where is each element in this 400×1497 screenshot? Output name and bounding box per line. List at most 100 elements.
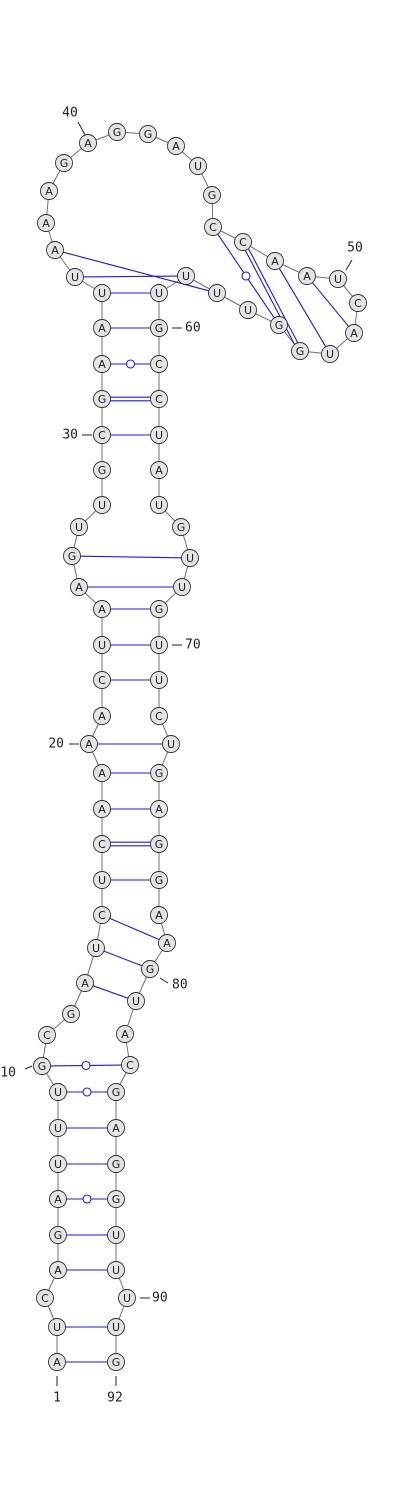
svg-text:60: 60 [185,321,201,336]
svg-text:A: A [155,909,163,922]
nucleotide-layer: AUCAGAUUUGCGAUCUCAAAACUAAGUUGCGAAUUAAAGA… [33,123,367,1371]
svg-text:A: A [303,270,311,283]
nucleotide-6: A [49,1190,67,1208]
nucleotide-30: C [93,426,111,444]
svg-text:U: U [155,429,163,442]
index-label-20: 20 [48,737,79,752]
svg-text:G: G [296,345,305,358]
nucleotide-77: G [150,871,168,889]
svg-text:A: A [155,464,163,477]
nucleotide-59: U [150,284,168,302]
svg-text:A: A [42,217,50,230]
svg-text:A: A [54,1193,62,1206]
gu-wobble-pair [66,1087,108,1097]
svg-text:U: U [75,521,83,534]
nucleotide-83: C [121,1056,139,1074]
nucleotide-90: U [118,1289,136,1307]
nucleotide-10: G [33,1057,51,1075]
nucleotide-41: G [108,123,126,141]
svg-text:30: 30 [62,428,78,443]
watson-crick-pair [311,282,350,327]
nucleotide-3: C [36,1289,54,1307]
svg-text:50: 50 [347,241,363,256]
svg-text:C: C [98,838,106,851]
nucleotide-39: G [55,154,73,172]
svg-text:C: C [98,674,106,687]
svg-text:G: G [155,767,164,780]
svg-text:A: A [121,1028,129,1041]
nucleotide-40: A [79,134,97,152]
nucleotide-55: G [270,316,288,334]
index-label-50: 50 [345,241,363,271]
watson-crick-pair [109,917,160,941]
svg-text:A: A [84,137,92,150]
nucleotide-66: G [172,518,190,536]
svg-text:A: A [98,767,106,780]
svg-text:C: C [43,1029,51,1042]
nucleotide-67: U [181,549,199,567]
nucleotide-43: A [167,137,185,155]
nucleotide-17: C [93,835,111,853]
svg-text:G: G [112,1158,121,1171]
gu-wobble-pair [217,233,275,319]
svg-text:A: A [54,1264,62,1277]
index-label-70: 70 [172,638,201,653]
nucleotide-1: A [48,1353,66,1371]
svg-text:G: G [60,157,69,170]
nucleotide-49: A [298,267,316,285]
svg-text:U: U [98,499,106,512]
gu-wobble-pair [66,1194,108,1204]
nucleotide-21: A [93,707,111,725]
nucleotide-84: G [107,1083,125,1101]
svg-text:A: A [98,322,106,335]
nucleotide-60: G [150,319,168,337]
svg-text:U: U [167,738,175,751]
nucleotide-25: A [70,578,88,596]
nucleotide-20: A [80,735,98,753]
nucleotide-37: A [37,214,55,232]
svg-text:U: U [155,287,163,300]
watson-crick-pair [110,841,151,847]
nucleotide-53: U [321,345,339,363]
nucleotide-23: U [93,636,111,654]
svg-text:U: U [53,1321,61,1334]
watson-crick-pair [80,555,182,559]
svg-text:40: 40 [62,106,78,121]
nucleotide-9: U [49,1083,67,1101]
nucleotide-42: G [139,125,157,143]
svg-text:U: U [182,270,190,283]
svg-text:A: A [98,603,106,616]
nucleotide-64: A [150,461,168,479]
svg-text:U: U [54,1122,62,1135]
nucleotide-71: U [150,671,168,689]
svg-text:A: A [51,244,59,257]
nucleotide-32: A [93,355,111,373]
svg-text:G: G [38,1060,47,1073]
nucleotide-63: U [150,426,168,444]
nucleotide-87: G [107,1190,125,1208]
nucleotide-33: A [93,319,111,337]
nucleotide-69: G [150,600,168,618]
nucleotide-92: G [107,1353,125,1371]
nucleotide-54: G [291,342,309,360]
index-label-80: 80 [159,978,188,993]
nucleotide-73: U [162,735,180,753]
svg-text:92: 92 [107,1391,123,1406]
svg-text:U: U [112,1321,120,1334]
svg-text:C: C [354,297,362,310]
svg-text:A: A [112,1122,120,1135]
svg-text:U: U [155,674,163,687]
svg-text:U: U [155,499,163,512]
svg-text:U: U [244,304,252,317]
svg-text:A: A [350,327,358,340]
nucleotide-44: U [189,157,207,175]
watson-crick-pair [83,275,178,278]
nucleotide-28: U [93,496,111,514]
svg-text:U: U [326,348,334,361]
svg-text:C: C [209,221,217,234]
nucleotide-81: U [127,992,145,1010]
nucleotide-65: U [150,496,168,514]
svg-text:20: 20 [48,737,64,752]
nucleotide-88: U [107,1226,125,1244]
svg-text:U: U [132,995,140,1008]
